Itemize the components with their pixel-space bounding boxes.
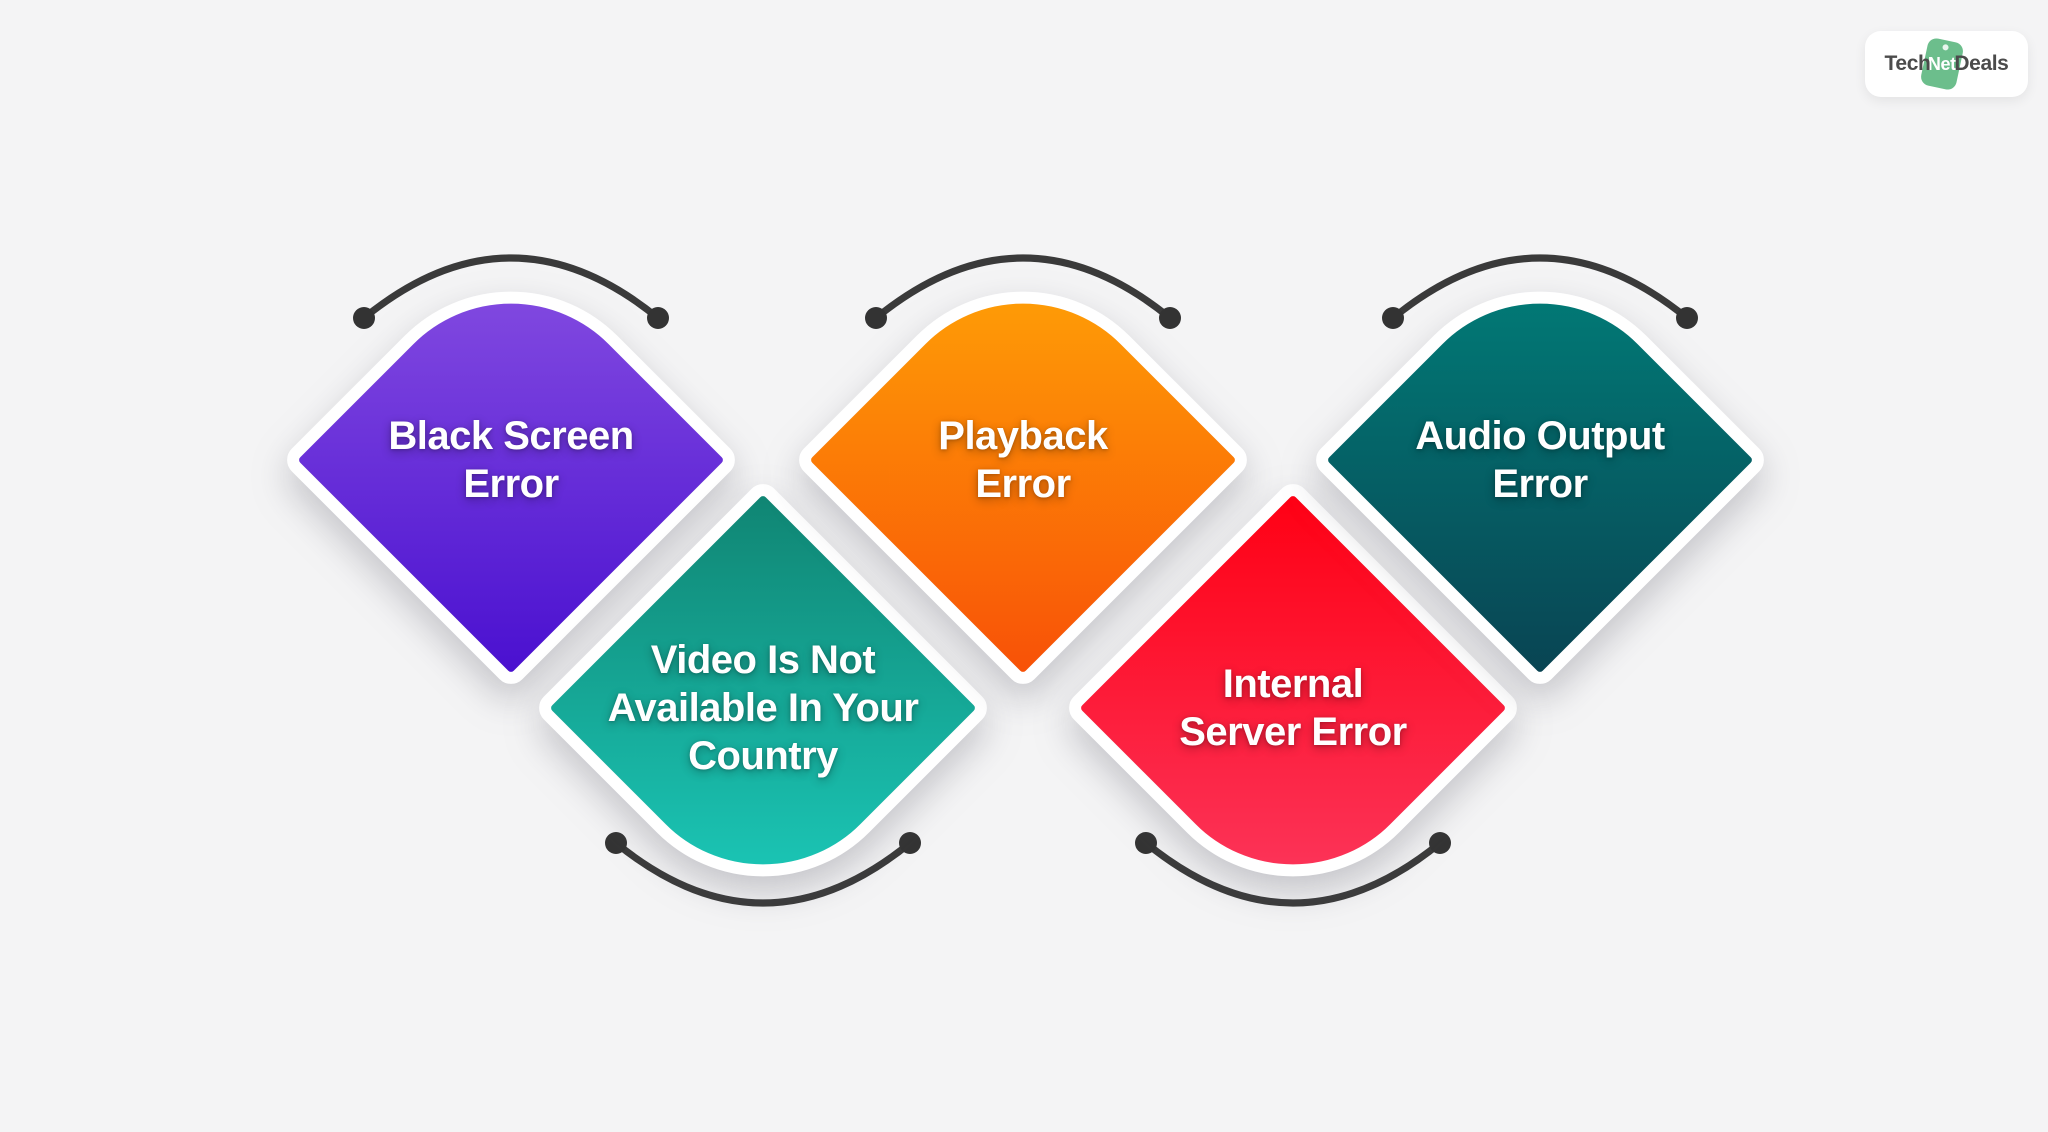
logo-text-net: Net [1928,53,1957,74]
arc-line [612,839,914,907]
diamond-audio-output-error: Audio Output Error [1309,229,1771,691]
logo-text-deals: Deals [1954,52,2009,75]
arc-dot-right [1429,832,1451,854]
arc-connector [353,254,669,329]
diamond-shadow: Audio Output Error [1309,229,1771,691]
arc-line [1389,254,1691,322]
arc-dot-right [1676,307,1698,329]
arc-dot-right [899,832,921,854]
logo-text-tech: Tech [1884,52,1931,75]
logo-tag-hole [1942,43,1950,51]
arc-dot-left [1382,307,1404,329]
arc-dot-left [605,832,627,854]
node-label: Audio Output Error [1415,414,1665,506]
arc-dot-left [1135,832,1157,854]
arc-line [360,254,662,322]
arc-dot-left [353,307,375,329]
arc-connector [1135,832,1451,907]
diamond-playback-error: Playback Error [792,229,1254,691]
diamond-internal-server-error: Internal Server Error [1062,477,1524,939]
diamond-video-not-available: Video Is Not Available In Your Country [532,477,994,939]
arc-line [1142,839,1444,907]
arc-line [872,254,1174,322]
arc-dot-right [647,307,669,329]
arc-connector [1382,254,1698,329]
arc-dot-right [1159,307,1181,329]
arc-connector [865,254,1181,329]
technetdeals-logo: Tech Net Deals [1865,31,2028,97]
diamond-black-screen-error: Black Screen Error [280,229,742,691]
diamond-shape: Audio Output Error [1309,229,1771,691]
arc-connector [605,832,921,907]
arc-dot-left [865,307,887,329]
